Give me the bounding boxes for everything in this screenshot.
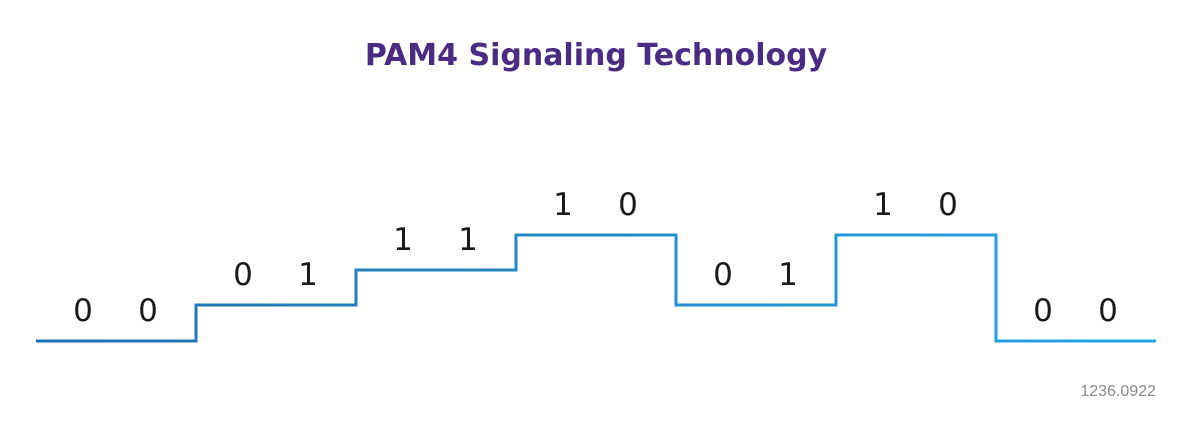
bit-label: 1 bbox=[778, 257, 798, 293]
bit-label: 0 bbox=[938, 187, 958, 223]
bit-label: 1 bbox=[298, 257, 318, 293]
bit-label: 0 bbox=[618, 187, 638, 223]
page-title: PAM4 Signaling Technology bbox=[364, 38, 828, 73]
bit-label: 0 bbox=[1033, 293, 1053, 329]
bit-labels: 0 0 0 1 1 1 1 0 0 1 1 0 0 0 bbox=[73, 187, 1118, 329]
bit-label: 1 bbox=[458, 222, 478, 258]
bit-label: 0 bbox=[1098, 293, 1118, 329]
bit-label: 0 bbox=[73, 293, 93, 329]
bit-label: 1 bbox=[873, 187, 893, 223]
bit-label: 1 bbox=[393, 222, 413, 258]
reference-code: 1236.0922 bbox=[1080, 383, 1156, 400]
bit-label: 0 bbox=[138, 293, 158, 329]
bit-label: 0 bbox=[233, 257, 253, 293]
bit-label: 1 bbox=[553, 187, 573, 223]
bit-label: 0 bbox=[713, 257, 733, 293]
pam4-signal-line bbox=[36, 233, 1156, 343]
